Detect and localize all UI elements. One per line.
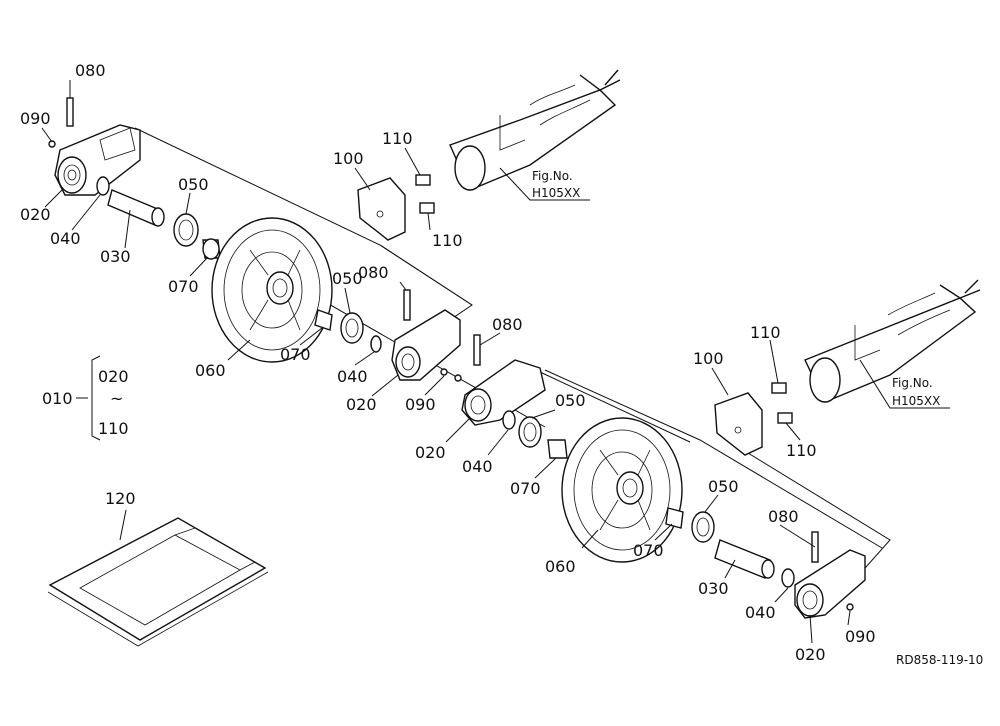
label-090-c: 090	[845, 627, 876, 646]
ref-group-bracket	[76, 355, 101, 441]
upper-right-bushing-070	[314, 309, 333, 331]
lower-adapter-100	[714, 392, 763, 456]
label-090-b: 090	[405, 395, 436, 414]
label-050-c: 050	[555, 391, 586, 410]
center-bracket-020	[391, 309, 461, 381]
lower-right-seal-050	[691, 511, 715, 543]
ref-group-to: 110	[98, 419, 129, 438]
label-100-b: 100	[693, 349, 724, 368]
label-110-d: 110	[786, 441, 817, 460]
label-040-c: 040	[462, 457, 493, 476]
lower-right-bolt-090	[846, 603, 854, 611]
lower-left-oring-040	[502, 410, 516, 430]
upper-bolts-110	[415, 174, 435, 214]
label-020-a: 020	[20, 205, 51, 224]
label-080-c: 080	[492, 315, 523, 334]
label-060-a: 060	[195, 361, 226, 380]
ref-group-from: 020	[98, 367, 129, 386]
center-pin-080	[403, 289, 411, 321]
label-050-b: 050	[332, 269, 363, 288]
lower-right-oring-040	[781, 568, 795, 588]
fig-ref-lower-line1: Fig.No.	[892, 376, 933, 390]
label-030-b: 030	[698, 579, 729, 598]
upper-left-bracket	[54, 124, 141, 196]
upper-left-bolt-090	[48, 140, 56, 148]
center-bolts-090	[440, 368, 462, 382]
label-090-a: 090	[20, 109, 51, 128]
label-020-d: 020	[795, 645, 826, 664]
label-110-a: 110	[382, 129, 413, 148]
label-070-c: 070	[510, 479, 541, 498]
upper-left-shaft-030	[107, 189, 165, 227]
lower-right-bracket-020	[794, 549, 866, 619]
upper-track-frame	[449, 69, 621, 191]
fig-ref-upper-line2: H105XX	[532, 186, 580, 200]
label-020-c: 020	[415, 443, 446, 462]
label-020-b: 020	[346, 395, 377, 414]
fig-ref-upper: Fig.No. H105XX	[532, 169, 580, 200]
upper-right-seal-050	[340, 312, 364, 344]
upper-idler-wheel-060	[211, 217, 333, 363]
lower-bolts-110	[771, 382, 793, 424]
label-070-d: 070	[633, 541, 664, 560]
lower-left-bushing-070	[547, 439, 568, 459]
label-040-b: 040	[337, 367, 368, 386]
fig-ref-lower-line2: H105XX	[892, 394, 940, 408]
label-070-a: 070	[168, 277, 199, 296]
upper-left-pin-080	[66, 97, 74, 127]
lower-left-seal-050	[518, 416, 542, 448]
upper-left-seal-050	[173, 213, 199, 247]
label-110-b: 110	[432, 231, 463, 250]
lower-right-shaft-030	[714, 539, 775, 579]
fig-ref-lower: Fig.No. H105XX	[892, 376, 940, 408]
upper-right-oring-040	[370, 335, 382, 353]
label-060-b: 060	[545, 557, 576, 576]
label-070-b: 070	[280, 345, 311, 364]
ref-group-tilde: ~	[110, 389, 123, 408]
lower-track-frame	[804, 279, 981, 403]
label-040-a: 040	[50, 229, 81, 248]
label-080-b: 080	[358, 263, 389, 282]
label-080-d: 080	[768, 507, 799, 526]
lower-left-bracket-020	[461, 359, 546, 426]
label-030-a: 030	[100, 247, 131, 266]
label-100-a: 100	[333, 149, 364, 168]
upper-adapter-100	[357, 177, 406, 241]
label-050-a: 050	[178, 175, 209, 194]
leader-lines	[41, 80, 950, 644]
drawing-code: RD858-119-10	[896, 653, 983, 667]
ref-group: 010 020 ~ 110	[42, 367, 129, 438]
manual-booklet-120	[47, 517, 269, 647]
label-110-c: 110	[750, 323, 781, 342]
lower-idler-wheel-060	[561, 417, 683, 563]
ref-group-main: 010	[42, 389, 73, 408]
label-120: 120	[105, 489, 136, 508]
lower-right-bushing-070	[665, 507, 684, 529]
upper-left-bushing-070	[202, 238, 221, 260]
label-040-d: 040	[745, 603, 776, 622]
fig-ref-upper-line1: Fig.No.	[532, 169, 573, 183]
label-050-d: 050	[708, 477, 739, 496]
part-labels: 080 090 020 040 030 050 070 060 070 050 …	[20, 61, 876, 664]
label-080-a: 080	[75, 61, 106, 80]
upper-left-oring-040	[96, 176, 110, 196]
lower-left-pin-080	[473, 334, 481, 366]
